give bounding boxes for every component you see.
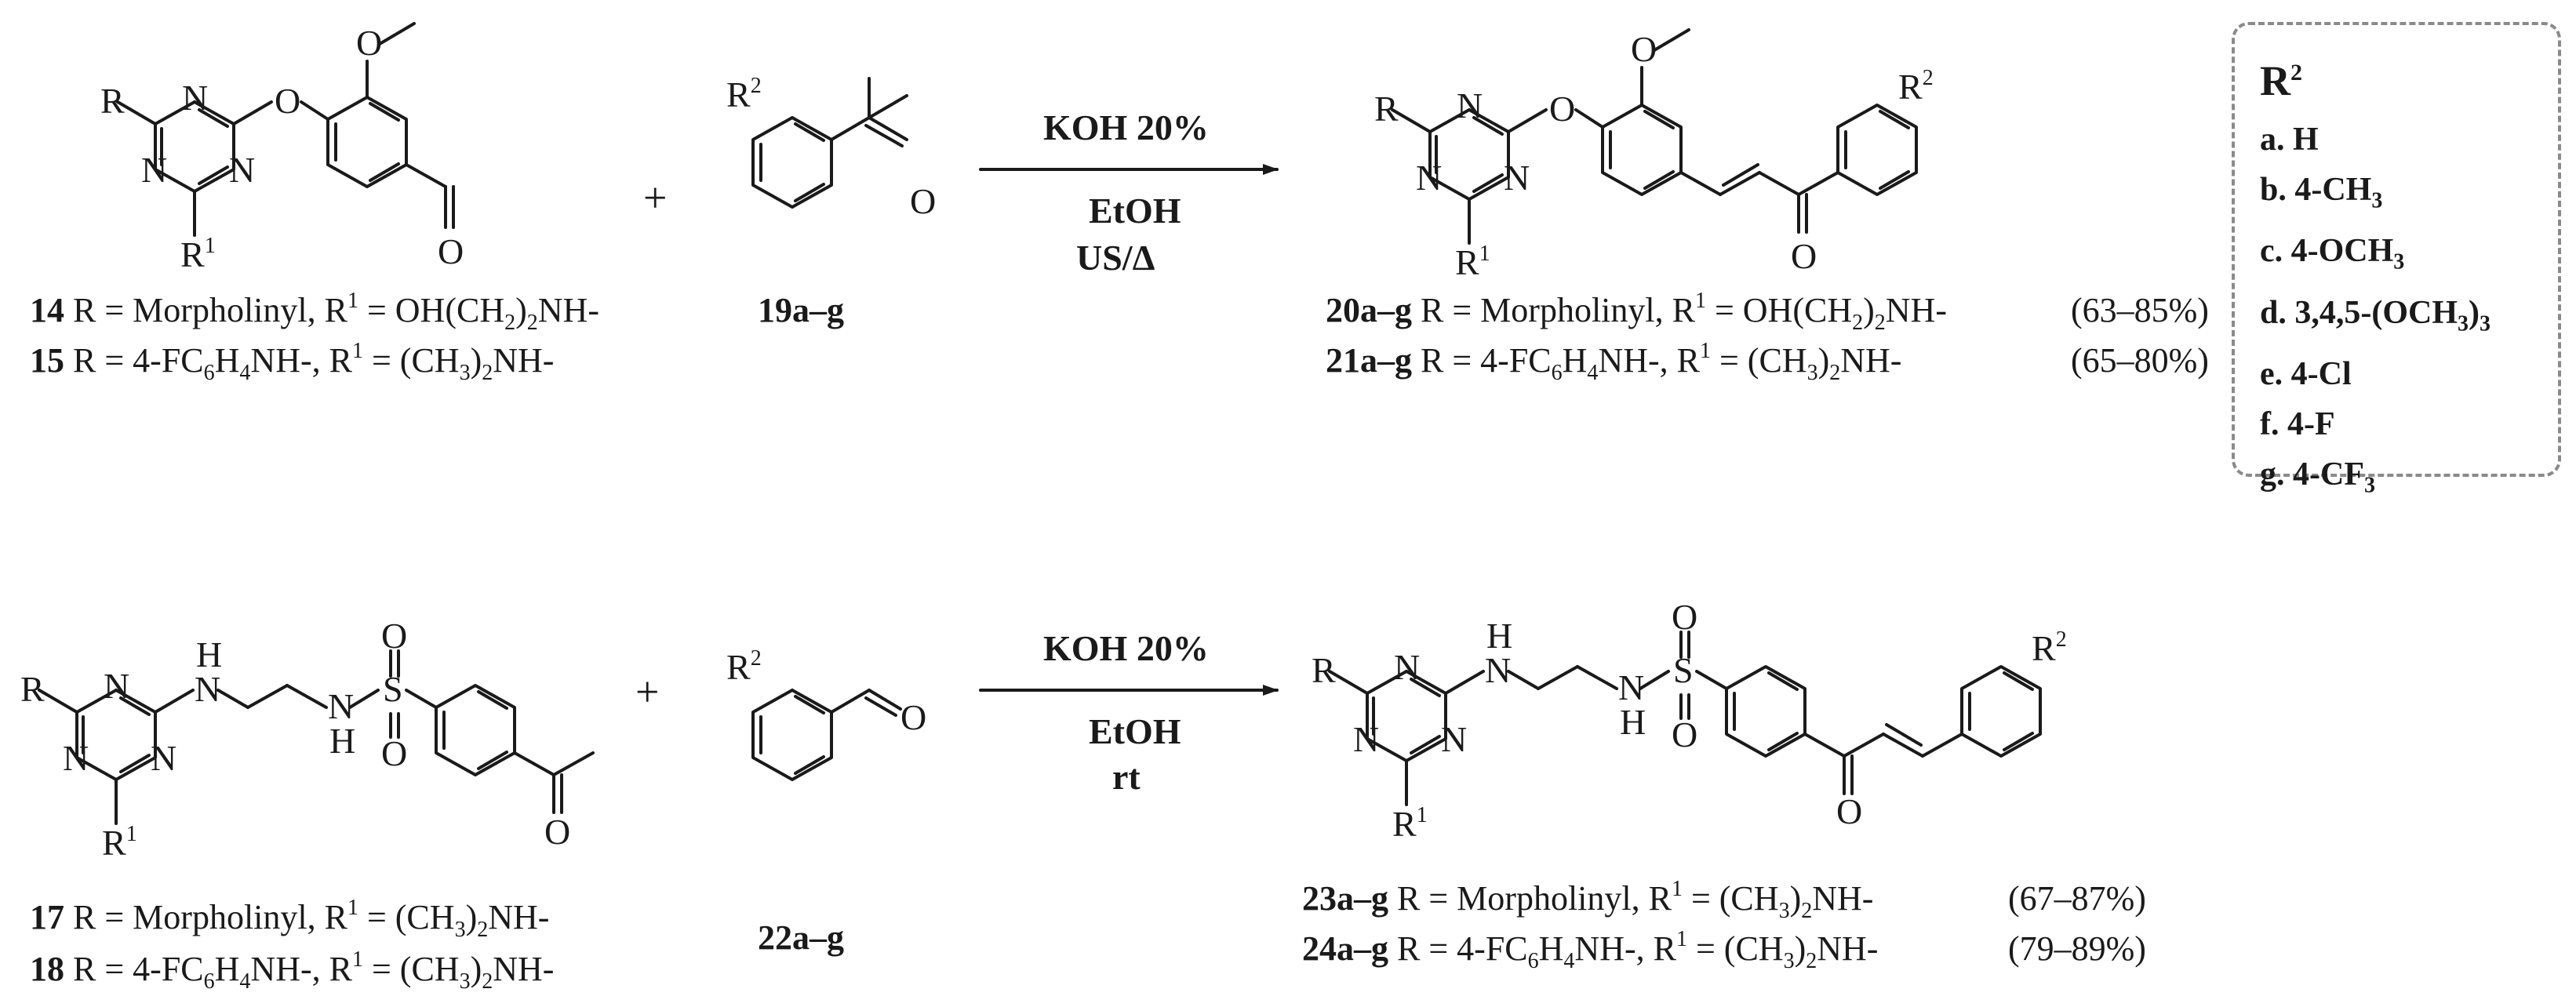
plus-sign: + <box>643 174 667 221</box>
legend-item-d: d. 3,4,5-(OCH3)3 <box>2260 294 2490 336</box>
atom-label: N <box>1353 719 1379 759</box>
structure-17-18 <box>38 649 595 825</box>
atom-label: R2 <box>1898 66 1934 107</box>
atom-label: R2 <box>726 74 762 115</box>
atom-label: O <box>901 697 926 737</box>
label-22: 22a–g <box>758 918 844 957</box>
structure-20-21 <box>1391 28 1918 245</box>
label-24: 24a–g R = 4-FC6H4NH-, R1 = (CH3)2NH- <box>1302 927 1878 973</box>
legend-item-b: b. 4-CH3 <box>2260 172 2383 213</box>
structure-14-15 <box>116 22 455 237</box>
legend-item-g: g. 4-CF3 <box>2260 456 2375 498</box>
atom-label: H <box>1620 702 1646 742</box>
atom-label: R <box>100 81 125 121</box>
atom-label: N <box>151 738 176 778</box>
atom-label: O <box>1631 29 1657 69</box>
atom-label: S <box>383 669 403 709</box>
atom-label: H <box>1486 616 1512 656</box>
legend-item-f: f. 4-F <box>2260 406 2335 443</box>
atom-label: R <box>20 669 45 709</box>
structure-19 <box>751 77 908 209</box>
atom-label: H <box>329 721 355 761</box>
atom-label: O <box>438 231 464 271</box>
legend-title: R2 <box>2260 57 2302 104</box>
atom-label: O <box>356 23 382 63</box>
reaction1-conditions: US/Δ <box>1076 238 1155 278</box>
reaction2-solvent: EtOH <box>1089 711 1181 751</box>
plus-sign: + <box>635 668 659 715</box>
atom-label: R1 <box>1392 803 1428 844</box>
legend-item-e: e. 4-Cl <box>2260 356 2352 393</box>
label-17: 17 R = Morpholinyl, R1 = (CH3)2NH- <box>30 896 549 942</box>
reaction1-reagent: KOH 20% <box>1043 107 1209 147</box>
reaction2-reagent: KOH 20% <box>1043 628 1209 668</box>
atom-label: N <box>1394 647 1420 687</box>
reaction1-solvent: EtOH <box>1089 191 1181 231</box>
atom-label: N <box>1416 158 1442 198</box>
legend-item-c: c. 4-OCH3 <box>2260 233 2405 274</box>
atom-label: R1 <box>180 234 216 274</box>
yield-23: (67–87%) <box>2008 879 2146 918</box>
label-20: 20a–g R = Morpholinyl, R1 = OH(CH2)2NH- <box>1326 289 1947 335</box>
atom-label: N <box>1504 158 1530 198</box>
atom-label: R2 <box>2032 627 2067 668</box>
atom-label: N <box>141 150 167 190</box>
atom-label: O <box>275 81 300 121</box>
label-15: 15 R = 4-FC6H4NH-, R1 = (CH3)2NH- <box>30 339 554 385</box>
atom-label: O <box>1672 714 1697 754</box>
structure-23-24 <box>1328 631 2042 806</box>
yield-20: (63–85%) <box>2071 291 2209 329</box>
atom-label: O <box>381 733 407 773</box>
atom-label: N <box>1457 85 1483 125</box>
atom-label: R1 <box>1455 242 1490 282</box>
yield-24: (79–89%) <box>2008 929 2146 968</box>
reaction2-conditions: rt <box>1112 757 1141 797</box>
atom-label: O <box>1791 236 1817 276</box>
atom-label: N <box>104 666 129 706</box>
atom-label: O <box>381 616 407 656</box>
atom-label: R2 <box>726 646 762 687</box>
atom-label: O <box>544 812 570 852</box>
atom-label: R <box>1374 89 1399 129</box>
atom-label: N <box>63 738 89 778</box>
atom-label: R <box>1312 650 1336 690</box>
atom-label: O <box>1672 597 1697 637</box>
structure-22 <box>751 689 902 781</box>
atom-label: N <box>229 150 255 190</box>
atom-label: O <box>1836 791 1862 831</box>
label-14: 14 R = Morpholinyl, R1 = OH(CH2)2NH- <box>30 289 599 335</box>
atom-label: N <box>182 78 208 118</box>
legend-item-a: a. H <box>2260 122 2319 158</box>
label-21: 21a–g R = 4-FC6H4NH-, R1 = (CH3)2NH- <box>1326 339 1901 385</box>
substituent-legend: R2 a. H b. 4-CH3 c. 4-OCH3 d. 3,4,5-(OCH… <box>2232 22 2561 498</box>
atom-label: N <box>195 669 220 709</box>
label-19: 19a–g <box>758 291 844 329</box>
atom-label: N <box>1485 650 1511 690</box>
atom-label: R1 <box>102 822 137 863</box>
atom-label: H <box>196 634 222 674</box>
atom-label: N <box>328 686 354 726</box>
atom-label: N <box>1441 719 1467 759</box>
atom-label: N <box>1618 667 1644 707</box>
atom-label: O <box>1549 89 1575 129</box>
label-23: 23a–g R = Morpholinyl, R1 = (CH3)2NH- <box>1302 877 1873 923</box>
atom-label: S <box>1673 650 1694 690</box>
label-18: 18 R = 4-FC6H4NH-, R1 = (CH3)2NH- <box>30 947 554 994</box>
atom-label: O <box>910 181 936 221</box>
yield-21: (65–80%) <box>2071 341 2209 380</box>
